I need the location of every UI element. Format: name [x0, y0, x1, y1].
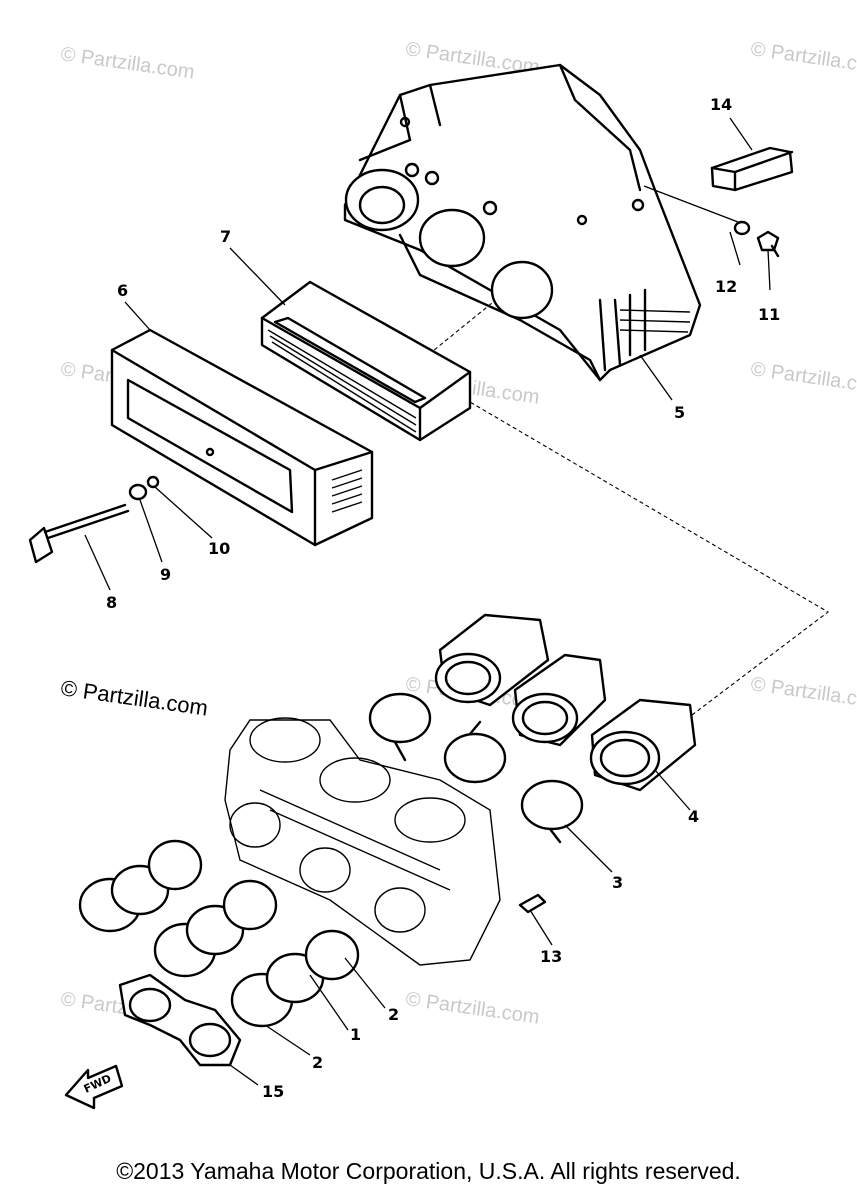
joint-1-a	[78, 839, 203, 933]
callout-2: 2	[312, 1053, 323, 1072]
band-3-a	[368, 692, 432, 762]
joint-4-a	[434, 613, 550, 707]
fwd-arrow: FWD	[64, 1064, 124, 1110]
joint-4-c	[589, 698, 697, 792]
plate-15	[118, 973, 242, 1067]
callout-2: 2	[388, 1005, 399, 1024]
washer-10	[146, 475, 160, 489]
callout-11: 11	[758, 305, 780, 324]
clip-13	[518, 893, 547, 914]
watermark-main: © Partzilla.com	[59, 675, 209, 720]
callout-4: 4	[688, 807, 699, 826]
joint-1-b	[153, 879, 278, 978]
watermark: © Partzilla.com	[749, 673, 857, 714]
callout-10: 10	[208, 539, 230, 558]
joint-1-c	[230, 929, 360, 1028]
washer-12	[733, 220, 751, 236]
guide-line	[411, 289, 829, 716]
air-cleaner-case	[343, 63, 702, 382]
watermark: © Partzilla.com	[749, 38, 857, 79]
watermark: © Partzilla.com	[749, 358, 857, 399]
screw-11	[756, 230, 780, 258]
band-3-b	[443, 720, 507, 784]
joint-4-b	[511, 653, 607, 747]
callouts: 1 2 2 3 4 5 6 7 8 9 10 11 12 13 14 15	[106, 95, 780, 1101]
leader-lines	[84, 117, 771, 1086]
pad-14	[710, 146, 794, 192]
callout-15: 15	[262, 1082, 284, 1101]
carburetor-assembly	[224, 717, 501, 966]
callout-13: 13	[540, 947, 562, 966]
washer-9	[128, 483, 148, 501]
callout-1: 1	[350, 1025, 361, 1044]
copyright-notice: ©2013 Yamaha Motor Corporation, U.S.A. A…	[116, 1158, 741, 1184]
callout-5: 5	[674, 403, 685, 422]
air-filter-element	[260, 280, 472, 442]
watermark: © Partzilla.com	[59, 43, 196, 84]
callout-9: 9	[160, 565, 171, 584]
callout-6: 6	[117, 281, 128, 300]
band-3-c	[520, 779, 584, 844]
callout-3: 3	[612, 873, 623, 892]
callout-7: 7	[220, 227, 231, 246]
wing-bolt-8	[28, 503, 130, 564]
callout-8: 8	[106, 593, 117, 612]
callout-12: 12	[715, 277, 737, 296]
callout-14: 14	[710, 95, 732, 114]
watermark: © Partzilla.com	[404, 988, 541, 1029]
